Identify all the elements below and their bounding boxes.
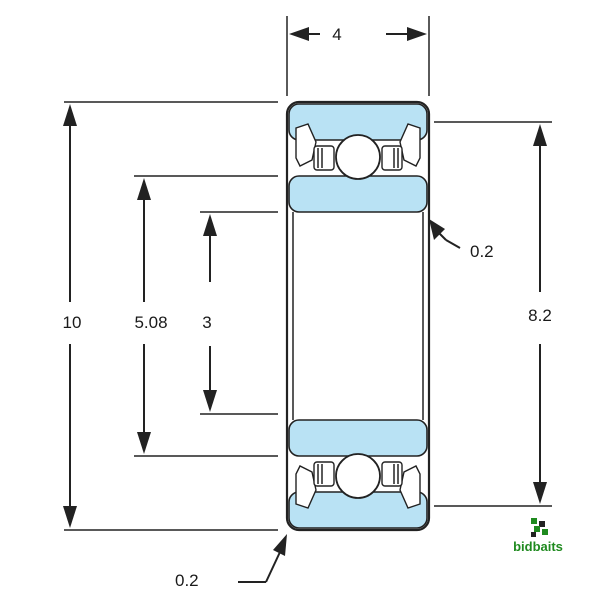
brand-name: bidbaits bbox=[513, 539, 563, 554]
outer-diameter-label: 10 bbox=[63, 313, 82, 332]
bore-dimension: 3 bbox=[200, 211, 278, 415]
outer-diameter-dimension: 10 bbox=[63, 101, 278, 531]
bidbaits-logo: bidbaits bbox=[513, 518, 563, 554]
inner-ring-od-dimension: 8.2 bbox=[434, 121, 552, 507]
bidbaits-logo-icon bbox=[531, 518, 548, 537]
chamfer-bottom-callout: 0.2 bbox=[175, 534, 287, 590]
bearing-outline bbox=[285, 100, 431, 532]
chamfer-bottom-label: 0.2 bbox=[175, 571, 199, 590]
bore-label: 3 bbox=[202, 313, 211, 332]
bearing-cross-section bbox=[285, 100, 431, 532]
shield-bottom bbox=[295, 461, 421, 509]
inner-ring-top bbox=[288, 175, 428, 213]
pitch-diameter-label: 5.08 bbox=[134, 313, 167, 332]
inner-ring-od-label: 8.2 bbox=[528, 306, 552, 325]
width-dimension: 4 bbox=[286, 16, 430, 96]
shield-top bbox=[295, 123, 421, 171]
ball-bottom bbox=[335, 453, 381, 499]
inner-ring-bottom bbox=[288, 419, 428, 457]
ball-top bbox=[335, 134, 381, 180]
chamfer-top-label: 0.2 bbox=[470, 242, 494, 261]
width-label: 4 bbox=[332, 25, 341, 44]
chamfer-top-callout: 0.2 bbox=[429, 219, 494, 261]
pitch-diameter-dimension: 5.08 bbox=[134, 175, 278, 457]
